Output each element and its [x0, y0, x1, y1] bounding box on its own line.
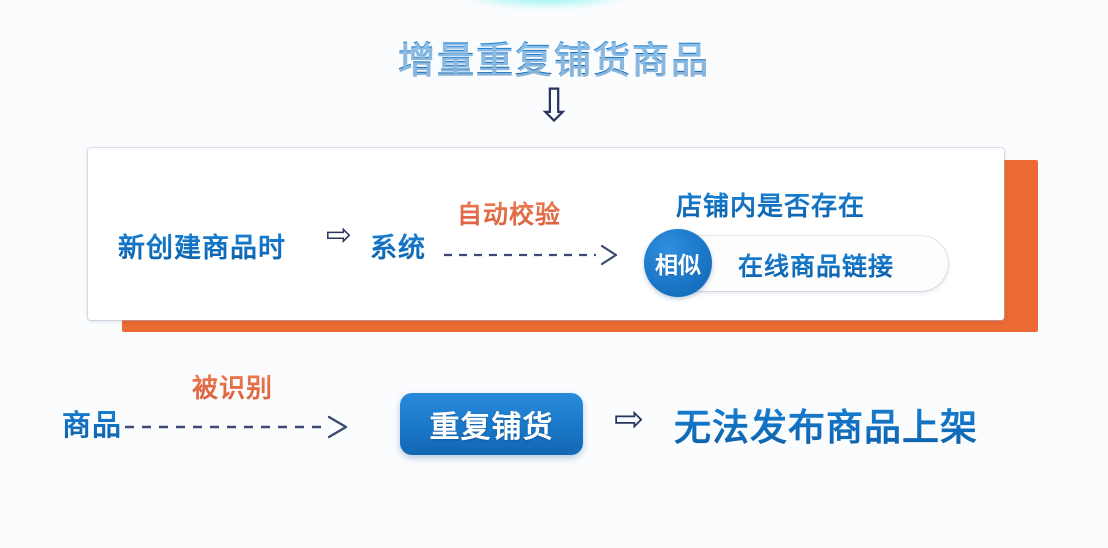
similar-badge-label: 相似 [655, 252, 701, 278]
down-arrow-icon: ⇩ [534, 78, 574, 132]
duplicate-listing-button[interactable]: 重复铺货 [400, 393, 583, 455]
card-content: 新创建商品时 ⇨ 系统 自动校验 店铺内是否存在 在线商品链接 相似 [88, 148, 1004, 320]
similar-badge: 相似 [644, 229, 712, 297]
label-new-product-time: 新创建商品时 [118, 226, 286, 265]
label-product: 商品 [62, 402, 122, 444]
right-arrow-icon-2: ⇨ [614, 399, 645, 440]
label-system: 系统 [370, 226, 426, 265]
top-cyan-glow-decoration [468, 0, 624, 8]
card-surface: 新创建商品时 ⇨ 系统 自动校验 店铺内是否存在 在线商品链接 相似 [88, 148, 1004, 320]
page-title: 增量重复铺货商品 [0, 30, 1108, 84]
label-shop-exists-question: 店铺内是否存在 [676, 186, 865, 223]
pill-label: 在线商品链接 [738, 247, 894, 283]
dashed-arrow-2 [125, 415, 348, 439]
duplicate-listing-button-label: 重复铺货 [429, 411, 554, 444]
label-auto-verify: 自动校验 [457, 195, 561, 231]
process-card: 新创建商品时 ⇨ 系统 自动校验 店铺内是否存在 在线商品链接 相似 [88, 148, 1038, 332]
right-arrow-icon-1: ⇨ [326, 217, 352, 253]
label-identified: 被识别 [192, 368, 273, 405]
label-cannot-publish: 无法发布商品上架 [674, 397, 978, 451]
dashed-arrow-1 [444, 244, 618, 266]
